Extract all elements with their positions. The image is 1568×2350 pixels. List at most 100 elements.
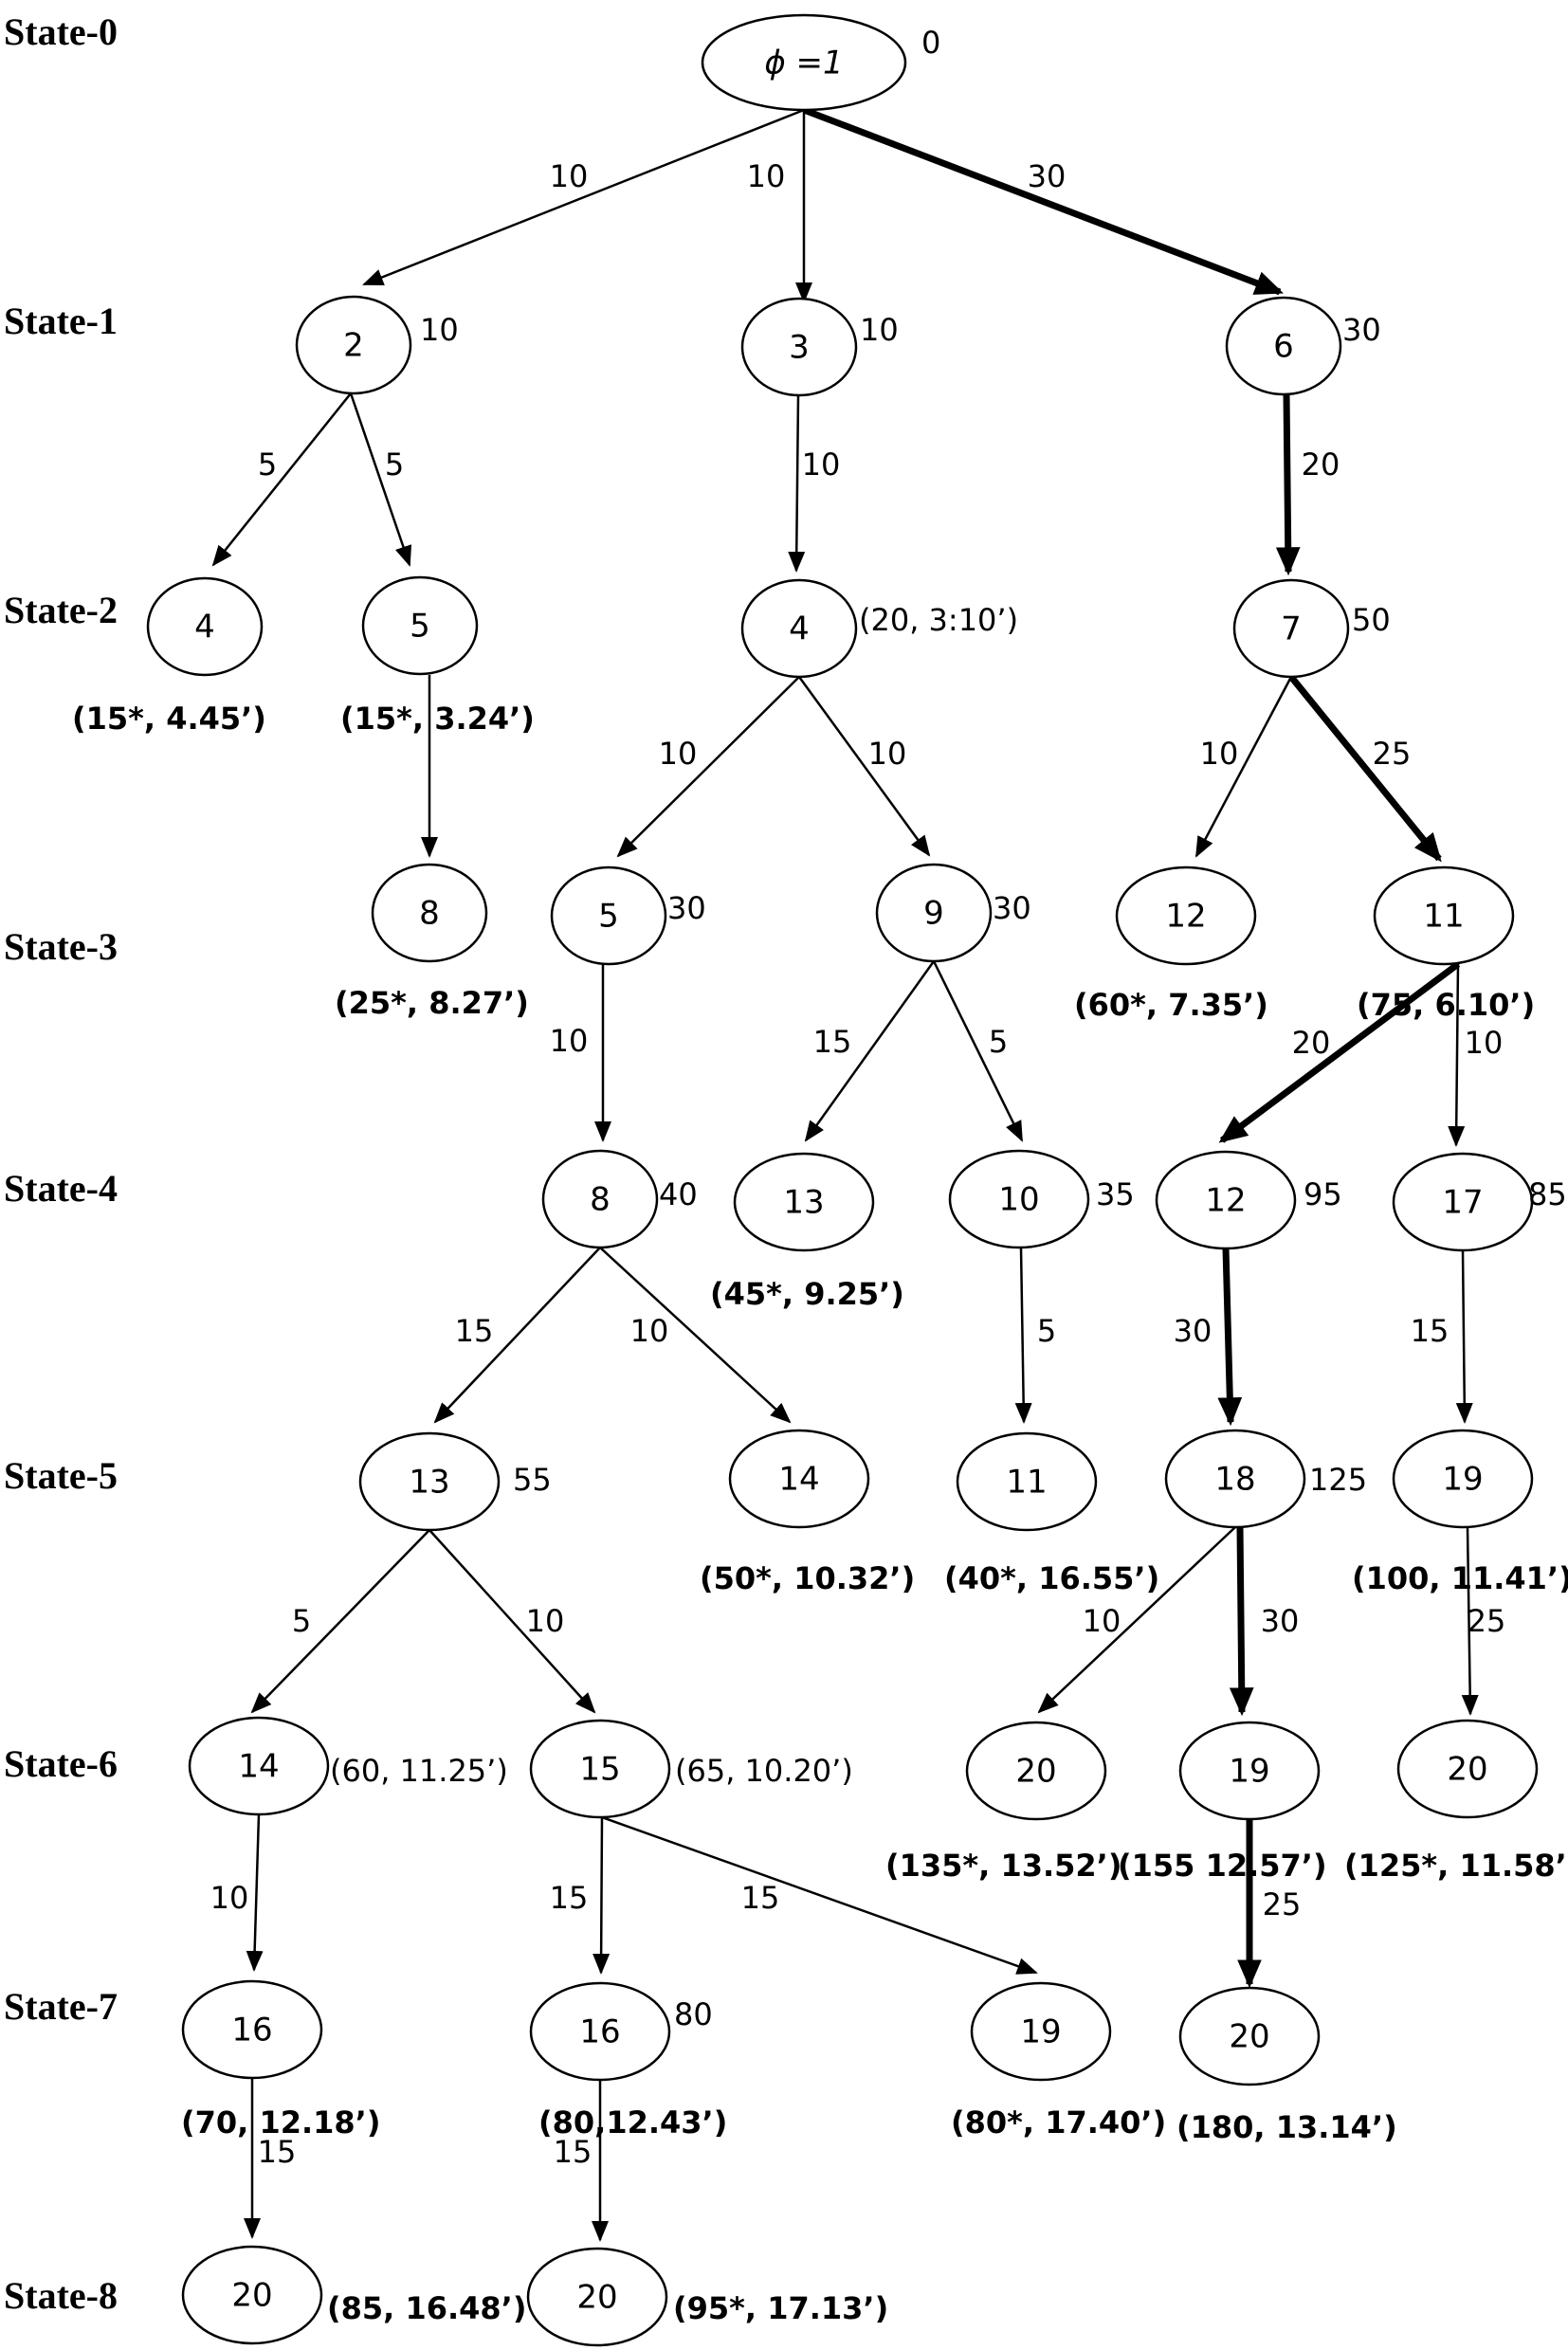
edge-weight-n19b-n20c: 25 <box>1263 1886 1302 1922</box>
node-value-n17: 85 <box>1528 1176 1567 1212</box>
node-root: ϕ =1 <box>701 13 907 112</box>
state-label-5: State-5 <box>4 1454 118 1497</box>
edge-n15-n16b <box>593 1816 611 1975</box>
node-value-n4b: (20, 3:10’) <box>859 602 1018 638</box>
node-ellipse <box>361 575 479 676</box>
edge-weight-n17-n19a: 15 <box>1411 1313 1449 1349</box>
node-n14b: 14 <box>188 1716 330 1816</box>
node-ellipse <box>1392 1429 1534 1529</box>
node-ellipse <box>295 295 412 395</box>
node-n12a: 12 <box>1115 865 1257 966</box>
node-value-n16b: 80 <box>674 1996 713 2032</box>
node-result-n16b: (80,12.43’) <box>538 2104 727 2141</box>
state-label-1: State-1 <box>4 300 118 342</box>
edge-weight-n12b-n18: 30 <box>1174 1313 1212 1349</box>
edge-n7-n11a <box>1288 674 1442 863</box>
node-n3: 3 <box>740 297 858 397</box>
edge-weight-n15-n16b: 15 <box>550 1880 589 1916</box>
node-value-n14b: (60, 11.25’) <box>330 1753 508 1789</box>
edge-n19a-n20b <box>1461 1526 1479 1716</box>
node-ellipse <box>181 1979 323 2080</box>
node-label: 20 <box>1447 1751 1487 1789</box>
edge-n9-n10 <box>932 960 1024 1142</box>
node-n16a: 16 <box>181 1979 323 2080</box>
node-ellipse <box>1115 865 1257 966</box>
edge-n6-n7 <box>1275 393 1301 576</box>
edge-n13b-n15 <box>428 1529 596 1714</box>
edge-weight-n6-n7: 20 <box>1302 446 1340 483</box>
node-n10: 10 <box>948 1149 1090 1249</box>
node-n19c: 19 <box>970 1981 1112 2082</box>
node-label: 5 <box>598 898 619 936</box>
node-result-n16a: (70, 12.18’) <box>181 2104 380 2141</box>
node-label: 8 <box>590 1181 611 1219</box>
node-label: 11 <box>1006 1464 1047 1502</box>
node-ellipse <box>181 2245 323 2345</box>
edge-weight-n9-n10: 5 <box>989 1024 1008 1060</box>
edge-n18-n20a <box>1037 1526 1236 1714</box>
edge-weight-n7-n11a: 25 <box>1373 736 1412 772</box>
node-value-n10: 35 <box>1096 1176 1135 1212</box>
node-label: 6 <box>1273 328 1294 366</box>
edge-n4b-n9 <box>797 676 931 857</box>
edge-weight-n14b-n16a: 10 <box>210 1880 249 1916</box>
node-value-n6: 30 <box>1342 312 1381 348</box>
node-n8b: 8 <box>541 1149 659 1249</box>
node-n4a: 4 <box>146 576 264 677</box>
node-label: 20 <box>231 2277 272 2315</box>
node-value-n12b: 95 <box>1304 1176 1342 1212</box>
state-label-6: State-6 <box>4 1742 118 1785</box>
node-n17: 17 <box>1392 1152 1534 1252</box>
edge-weight-root-n2: 10 <box>550 158 589 194</box>
node-n8a: 8 <box>371 863 488 963</box>
edge-root-n2 <box>362 108 805 286</box>
edge-weight-n8b-n14a: 10 <box>630 1313 669 1349</box>
edge-weight-n13b-n14b: 5 <box>292 1603 311 1639</box>
edge-weight-n3-n4b: 10 <box>802 446 841 483</box>
edge-weight-n10-n11b: 5 <box>1037 1313 1056 1349</box>
state-label-2: State-2 <box>4 589 118 631</box>
node-ellipse <box>970 1981 1112 2082</box>
node-ellipse <box>875 863 993 963</box>
edge-root-n6 <box>802 106 1285 296</box>
edge-n3-n4b <box>788 394 806 573</box>
node-value-n5b: 30 <box>667 890 706 926</box>
node-label: 2 <box>343 327 364 365</box>
node-n5b: 5 <box>550 865 667 966</box>
node-ellipse <box>146 576 264 677</box>
node-n20e: 20 <box>526 2247 668 2347</box>
node-label: 4 <box>194 609 215 647</box>
node-label: 5 <box>410 608 430 646</box>
edge-weight-n4b-n9: 10 <box>868 736 907 772</box>
node-n16b: 16 <box>529 1981 671 2082</box>
node-ellipse <box>529 1719 671 1819</box>
edge-n7-n12a <box>1194 676 1293 858</box>
node-result-n14a: (50*, 10.32’) <box>700 1560 915 1596</box>
edge-n4b-n5b <box>616 676 800 858</box>
node-label: 11 <box>1423 898 1464 936</box>
edge-n10-n11b <box>1014 1247 1032 1424</box>
node-label: 4 <box>789 610 810 648</box>
node-n4b: 4 <box>740 578 858 679</box>
node-n18: 18 <box>1164 1429 1306 1529</box>
node-result-n20d: (85, 16.48’) <box>327 2290 526 2326</box>
edge-weight-n18-n19b: 30 <box>1261 1603 1300 1639</box>
node-n12b: 12 <box>1155 1150 1297 1250</box>
node-ellipse <box>1178 1721 1321 1821</box>
node-label: 20 <box>576 2279 617 2317</box>
node-ellipse <box>526 2247 668 2347</box>
state-label-7: State-7 <box>4 1985 118 2028</box>
node-ellipse <box>1225 296 1342 396</box>
edge-n2-n4a <box>211 392 352 567</box>
node-n20d: 20 <box>181 2245 323 2345</box>
node-ellipse <box>1232 578 1350 679</box>
node-n6: 6 <box>1225 296 1342 396</box>
state-label-8: State-8 <box>4 2274 118 2317</box>
state-labels: State-0State-1State-2State-3State-4State… <box>4 10 118 2317</box>
node-value-n7: 50 <box>1352 602 1391 638</box>
node-label: ϕ =1 <box>764 45 843 82</box>
node-result-n20a: (135*, 13.52’) <box>885 1848 1121 1884</box>
edge-weight-n16b-n20e: 15 <box>554 2134 593 2170</box>
node-value-n18: 125 <box>1309 1462 1367 1498</box>
